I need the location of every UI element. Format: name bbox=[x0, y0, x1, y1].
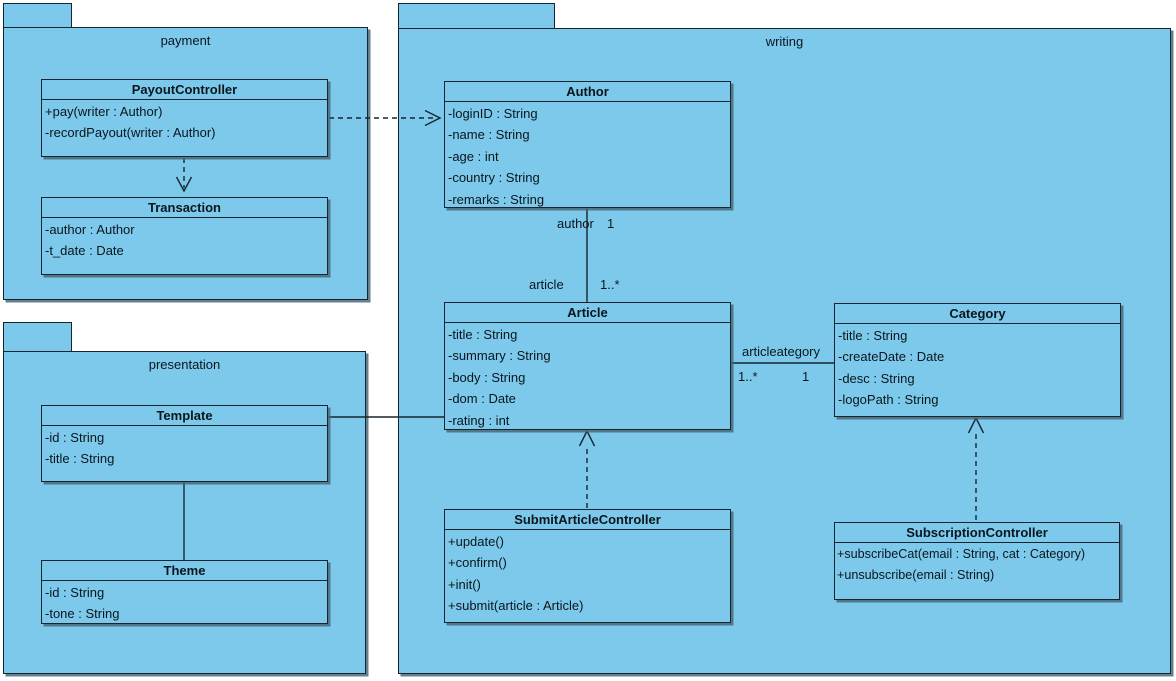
association-multiplicity-article: 1..* bbox=[600, 277, 620, 292]
class-category-member: -logoPath : String bbox=[838, 392, 939, 408]
package-presentation-tab[interactable] bbox=[3, 322, 72, 352]
class-author-member: -remarks : String bbox=[448, 191, 545, 207]
class-author-member: -loginID : String bbox=[448, 106, 538, 121]
class-submitarticlecontroller-member: +submit(article : Article) bbox=[448, 598, 584, 614]
class-payoutcontroller-member: -recordPayout(writer : Author) bbox=[45, 125, 216, 141]
package-writing-name: writing bbox=[765, 34, 804, 49]
association-article-category-multiplicity-category: 1 bbox=[802, 369, 810, 384]
class-theme-name: Theme bbox=[42, 561, 327, 581]
class-category-name: Category bbox=[835, 304, 1120, 324]
class-article-member: -dom : Date bbox=[448, 391, 516, 407]
class-article-member: -title : String bbox=[448, 327, 518, 342]
class-template-member: -title : String bbox=[45, 451, 115, 467]
class-subscriptioncontroller-member: +subscribeCat(email : String, cat : Cate… bbox=[837, 547, 1086, 561]
class-category[interactable]: Category -title : String -createDate : D… bbox=[834, 303, 1121, 417]
class-category-member: -createDate : Date bbox=[838, 349, 945, 365]
class-transaction[interactable]: Transaction -author : Author -t_date : D… bbox=[41, 197, 328, 275]
class-theme[interactable]: Theme -id : String -tone : String bbox=[41, 560, 328, 624]
class-article[interactable]: Article -title : String -summary : Strin… bbox=[444, 302, 731, 430]
class-transaction-name: Transaction bbox=[42, 198, 327, 218]
class-submitarticlecontroller-member: +update() bbox=[448, 534, 505, 549]
dependency-subscriptioncontroller-category-arrowhead bbox=[967, 416, 985, 434]
class-submitarticlecontroller-member: +confirm() bbox=[448, 555, 507, 571]
dependency-payoutcontroller-transaction-arrowhead bbox=[175, 176, 193, 193]
class-payoutcontroller[interactable]: PayoutController +pay(writer : Author) -… bbox=[41, 79, 328, 157]
class-category-member: -desc : String bbox=[838, 370, 915, 386]
class-article-member: -body : String bbox=[448, 369, 526, 385]
class-theme-member: -id : String bbox=[45, 585, 105, 600]
class-article-member: -summary : String bbox=[448, 348, 551, 364]
class-transaction-member: -author : Author bbox=[45, 222, 135, 237]
class-payoutcontroller-member: +pay(writer : Author) bbox=[45, 104, 163, 119]
class-subscriptioncontroller-member: +unsubscribe(email : String) bbox=[837, 568, 995, 583]
class-subscriptioncontroller-name: SubscriptionController bbox=[835, 523, 1119, 543]
package-payment-name: payment bbox=[160, 33, 211, 48]
class-author[interactable]: Author -loginID : String -name : String … bbox=[444, 81, 731, 208]
class-author-member: -name : String bbox=[448, 127, 530, 143]
class-submitarticlecontroller-member: +init() bbox=[448, 576, 481, 592]
association-role-article: article bbox=[529, 277, 564, 292]
class-submitarticlecontroller[interactable]: SubmitArticleController +update() +confi… bbox=[444, 509, 731, 623]
class-article-name: Article bbox=[445, 303, 730, 323]
association-article-category-name: articleategory bbox=[741, 344, 821, 359]
class-template-member: -id : String bbox=[45, 430, 105, 445]
class-theme-member: -tone : String bbox=[45, 606, 120, 622]
dependency-submitarticlecontroller-article-arrowhead bbox=[578, 429, 596, 447]
class-subscriptioncontroller[interactable]: SubscriptionController +subscribeCat(ema… bbox=[834, 522, 1120, 600]
association-role-author: author bbox=[557, 216, 594, 231]
class-author-member: -age : int bbox=[448, 148, 499, 164]
class-category-member: -title : String bbox=[838, 328, 908, 343]
association-article-category-multiplicity-article: 1..* bbox=[738, 369, 758, 384]
class-template-name: Template bbox=[42, 406, 327, 426]
class-template[interactable]: Template -id : String -title : String bbox=[41, 405, 328, 482]
class-payoutcontroller-name: PayoutController bbox=[42, 80, 327, 100]
association-multiplicity-author: 1 bbox=[607, 216, 615, 231]
dependency-payoutcontroller-author-arrowhead bbox=[424, 109, 442, 127]
package-presentation-name: presentation bbox=[148, 357, 221, 372]
class-submitarticlecontroller-name: SubmitArticleController bbox=[445, 510, 730, 530]
class-author-name: Author bbox=[445, 82, 730, 102]
class-author-member: -country : String bbox=[448, 170, 540, 186]
class-transaction-member: -t_date : Date bbox=[45, 243, 124, 259]
class-article-member: -rating : int bbox=[448, 412, 510, 428]
